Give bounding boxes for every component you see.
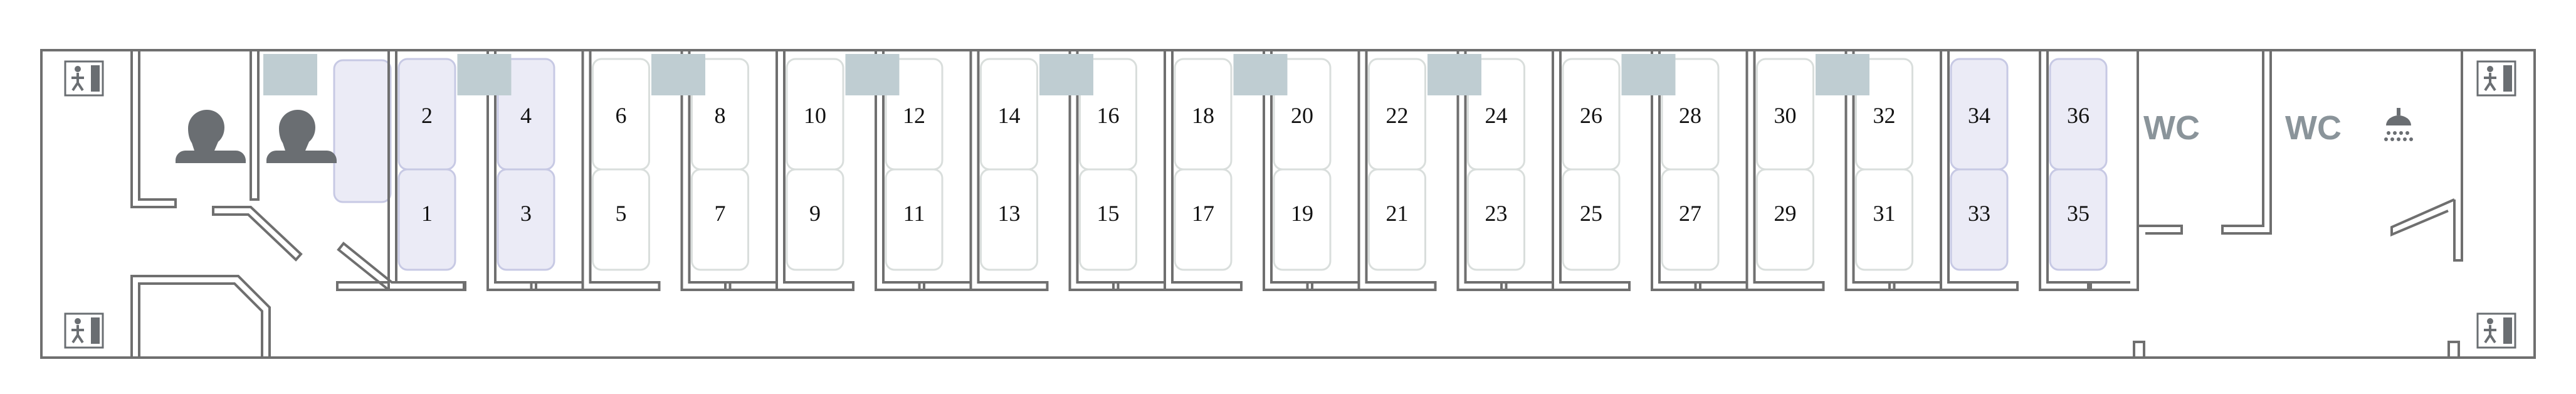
window	[651, 54, 705, 95]
seat-number-lower: 27	[1679, 201, 1701, 226]
compartment-wall	[1888, 49, 2090, 291]
seat-number-upper: 34	[1968, 103, 1990, 128]
seat-lower[interactable]	[1562, 168, 1621, 271]
exit-icon	[2476, 60, 2516, 97]
seat-number-lower: 33	[1968, 201, 1990, 226]
window	[1039, 54, 1093, 95]
seat-number-upper: 26	[1580, 103, 1602, 128]
right-service-area	[2090, 49, 2463, 359]
seat-number-lower: 7	[715, 201, 726, 226]
seat-number-lower: 15	[1097, 201, 1120, 226]
seat-number-lower: 13	[998, 201, 1021, 226]
seat-number-lower: 35	[2067, 201, 2090, 226]
seat-number-lower: 11	[903, 201, 925, 226]
seat-number-upper: 16	[1097, 103, 1120, 128]
seat-number-upper: 32	[1873, 103, 1896, 128]
seat-number-upper: 10	[804, 103, 826, 128]
seat-lower[interactable]	[592, 168, 650, 271]
seat-lower[interactable]	[1756, 168, 1814, 271]
seat-number-lower: 23	[1485, 201, 1508, 226]
seat-number-lower: 21	[1386, 201, 1409, 226]
seat-number-lower: 25	[1580, 201, 1602, 226]
seat-number-upper: 12	[903, 103, 925, 128]
seat-number-upper: 36	[2067, 103, 2090, 128]
window	[845, 54, 900, 95]
seat-number-lower: 9	[809, 201, 821, 226]
seat-number-upper: 4	[520, 103, 532, 128]
seat-lower[interactable]	[1273, 168, 1332, 271]
seat-number-upper: 2	[421, 103, 433, 128]
seat-number-lower: 29	[1774, 201, 1797, 226]
wc-label: WC	[2285, 109, 2342, 147]
seat-lower[interactable]	[786, 168, 844, 271]
seat-lower[interactable]	[397, 168, 456, 271]
window	[1816, 54, 1869, 95]
seat-number-lower: 5	[616, 201, 627, 226]
seat-lower[interactable]	[1079, 168, 1137, 271]
window	[1621, 54, 1676, 95]
window	[1427, 54, 1481, 95]
seat-number-upper: 28	[1679, 103, 1701, 128]
seat-number-lower: 1	[421, 201, 433, 226]
seat-number-upper: 14	[998, 103, 1021, 128]
seat-number-upper: 18	[1192, 103, 1214, 128]
seat-number-upper: 24	[1485, 103, 1508, 128]
window	[457, 54, 512, 95]
exit-icon	[64, 312, 104, 349]
side-panel	[333, 59, 392, 203]
seat-number-upper: 6	[616, 103, 627, 128]
seat-number-lower: 3	[520, 201, 532, 226]
seat-lower[interactable]	[691, 168, 749, 271]
seat-lower[interactable]	[1368, 168, 1426, 271]
seat-lower[interactable]	[2049, 168, 2108, 271]
shower-icon	[2384, 108, 2413, 141]
seat-number-upper: 30	[1774, 103, 1797, 128]
staff-icon	[266, 110, 337, 163]
seat-number-upper: 20	[1291, 103, 1313, 128]
seat-lower[interactable]	[1855, 168, 1913, 271]
window	[1233, 54, 1288, 95]
seat-number-lower: 31	[1873, 201, 1896, 226]
seat-lower[interactable]	[497, 168, 555, 271]
seat-lower[interactable]	[1950, 168, 2009, 271]
seat-lower[interactable]	[1174, 168, 1233, 271]
staff-icon	[176, 110, 246, 163]
seat-number-lower: 19	[1291, 201, 1313, 226]
exit-icon	[2476, 312, 2516, 349]
seat-number-lower: 17	[1192, 201, 1214, 226]
seat-number-upper: 22	[1386, 103, 1409, 128]
seat-lower[interactable]	[1661, 168, 1720, 271]
window	[263, 54, 317, 95]
seat-lower[interactable]	[885, 168, 944, 271]
exit-icon	[64, 60, 104, 97]
seat-lower[interactable]	[980, 168, 1038, 271]
seat-number-upper: 8	[715, 103, 726, 128]
compartments: 2143658710912111413161518172019222124232…	[263, 49, 2108, 291]
seat-lower[interactable]	[1467, 168, 1525, 271]
wc-label: WC	[2143, 109, 2200, 147]
